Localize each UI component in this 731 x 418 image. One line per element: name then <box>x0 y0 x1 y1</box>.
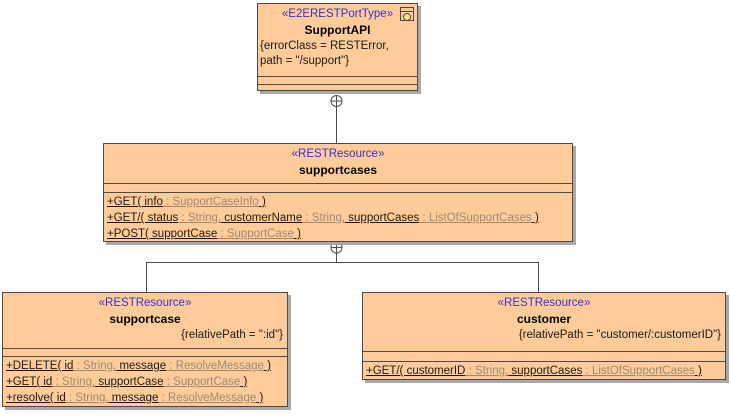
supportapi-name: SupportAPI <box>304 23 371 37</box>
containment-connector-supportcases-children[interactable] <box>146 241 539 292</box>
supportapi-constraint-line2: path = "/support"} <box>260 55 350 67</box>
uml-node-supportcase[interactable]: «RESTResource» supportcase {relativePath… <box>2 292 288 407</box>
supportcase-constraint: {relativePath = ":id"} <box>181 329 283 341</box>
containment-connector-supportapi-supportcases[interactable] <box>330 95 343 144</box>
customer-constraint: {relativePath = "customer/:customerID"} <box>518 329 721 341</box>
customer-operations: +GET/( customerID : String, supportCases… <box>363 361 725 381</box>
supportcases-stereotype: «RESTResource» <box>291 148 385 160</box>
porttype-icon <box>400 7 414 21</box>
supportcase-stereotype: «RESTResource» <box>98 297 192 309</box>
supportcase-header: «RESTResource» supportcase {relativePath… <box>3 293 287 348</box>
supportcases-name: supportcases <box>298 163 378 177</box>
customer-attributes-compartment <box>363 351 725 361</box>
supportapi-operations-compartment <box>258 84 417 92</box>
porttype-icon-glyph <box>403 13 411 21</box>
supportcases-attributes-compartment <box>104 183 572 192</box>
uml-node-supportcases[interactable]: «RESTResource» supportcases +GET( info :… <box>103 143 573 242</box>
operation-row[interactable]: +DELETE( id : String, message : ResolveM… <box>6 360 271 372</box>
customer-header: «RESTResource» customer {relativePath = … <box>363 293 725 351</box>
customer-stereotype: «RESTResource» <box>497 297 591 309</box>
operation-row[interactable]: +GET/( customerID : String, supportCases… <box>366 365 702 377</box>
supportcase-attributes-compartment <box>3 348 287 356</box>
uml-node-customer[interactable]: «RESTResource» customer {relativePath = … <box>362 292 726 380</box>
supportcase-operations: +DELETE( id : String, message : ResolveM… <box>3 356 287 408</box>
supportapi-attributes-compartment <box>258 76 417 84</box>
supportcases-header: «RESTResource» supportcases <box>104 144 572 183</box>
supportapi-constraint-line1: {errorClass = RESTError, <box>260 40 389 52</box>
uml-node-supportapi[interactable]: «E2ERESTPortType» SupportAPI {errorClass… <box>257 3 418 91</box>
operation-row[interactable]: +GET( id : String, supportCase : Support… <box>6 376 248 388</box>
supportapi-stereotype: «E2ERESTPortType» <box>281 8 394 20</box>
customer-name: customer <box>516 312 572 326</box>
operation-row[interactable]: +resolve( id : String, message : Resolve… <box>6 392 264 404</box>
supportcases-operations: +GET( info : SupportCaseInfo ) +GET/( sta… <box>104 192 572 244</box>
porttype-icon-titlebar <box>401 8 413 12</box>
operation-row[interactable]: +GET( info : SupportCaseInfo ) <box>107 196 266 208</box>
supportapi-header: «E2ERESTPortType» SupportAPI {errorClass… <box>258 4 417 76</box>
supportcase-name: supportcase <box>109 312 181 326</box>
operation-row[interactable]: +POST( supportCase : SupportCase ) <box>107 228 302 240</box>
operation-row[interactable]: +GET/( status : String, customerName : S… <box>107 212 539 224</box>
